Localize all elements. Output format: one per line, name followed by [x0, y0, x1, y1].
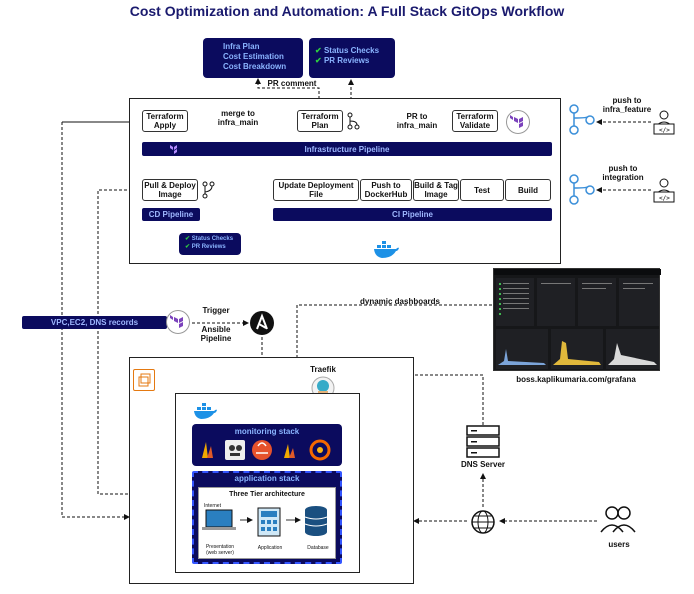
terraform-plan-box[interactable]: Terraform Plan	[297, 110, 343, 132]
internet-label: Internet	[204, 503, 221, 509]
push-integration-label: push to integration	[602, 164, 644, 182]
svg-text:</>: </>	[659, 127, 670, 134]
pr-label: PR to infra_main	[396, 112, 438, 130]
cd-pipeline-bar: CD Pipeline	[142, 208, 200, 221]
dns-server-label: DNS Server	[460, 460, 506, 469]
developer-icon: </>	[650, 110, 678, 136]
alertmanager-icon	[225, 440, 245, 460]
build-tag-box[interactable]: Build & Tag Image	[413, 179, 459, 201]
plan-results-box: Infra Plan Cost Estimation Cost Breakdow…	[203, 38, 303, 78]
pull-deploy-box[interactable]: Pull & Deploy Image	[142, 179, 198, 201]
status-checks-label: Status Checks	[323, 46, 380, 55]
presentation-label: Presentation (web server)	[205, 544, 235, 556]
vpc-bar: VPC,EC2, DNS records	[22, 316, 167, 329]
three-tier-diagram	[200, 502, 334, 542]
page-title: Cost Optimization and Automation: A Full…	[129, 3, 565, 19]
terraform-apply-box[interactable]: Terraform Apply	[142, 110, 188, 132]
monitoring-tool-icons	[198, 438, 338, 462]
grafana-dashboard-image	[493, 268, 661, 371]
check-icon: ✔	[185, 244, 191, 250]
pr-reviews-label: PR Reviews	[323, 56, 370, 65]
push-infra-label: push to infra_feature	[602, 96, 652, 114]
build-box[interactable]: Build	[505, 179, 551, 201]
plan-line-2: Cost Estimation	[223, 52, 284, 61]
cd-pr-reviews-label: PR Reviews	[191, 244, 226, 250]
git-icon	[568, 104, 596, 136]
push-dockerhub-box[interactable]: Push to DockerHub	[360, 179, 412, 201]
infra-pipeline-label: Infrastructure Pipeline	[304, 144, 390, 154]
terraform-icon	[506, 110, 530, 134]
application-stack-label: application stack	[234, 474, 300, 483]
users-label: users	[608, 540, 630, 549]
update-deployment-box[interactable]: Update Deployment File	[273, 179, 359, 201]
trigger-label: Trigger	[202, 306, 230, 315]
three-tier-title: Three Tier architecture	[229, 491, 305, 498]
monitoring-stack-label: monitoring stack	[234, 427, 300, 436]
grafana-url[interactable]: boss.kaplikumaria.com/grafana	[516, 375, 636, 384]
branch-icon	[201, 181, 215, 199]
dns-server-icon	[466, 425, 500, 459]
aws-icon	[133, 369, 155, 391]
grafana-icon	[309, 439, 331, 461]
cd-status-checks-label: Status Checks	[191, 236, 234, 242]
terraform-validate-box[interactable]: Terraform Validate	[452, 110, 498, 132]
cd-pipeline-label: CD Pipeline	[148, 210, 194, 219]
loki-icon	[202, 442, 213, 458]
terraform-icon	[166, 142, 180, 156]
developer-icon: </>	[650, 178, 678, 204]
test-box[interactable]: Test	[460, 179, 504, 201]
status-checks-box: ✔ Status Checks ✔ PR Reviews	[309, 38, 395, 78]
database-icon	[304, 506, 328, 536]
promtail-icon	[284, 444, 295, 458]
application-label: Application	[257, 545, 283, 551]
check-icon: ✔	[315, 46, 322, 55]
dynamic-dashboards-label: dynamic dashboards	[359, 297, 441, 306]
git-icon	[568, 174, 596, 206]
branch-icon	[346, 112, 360, 130]
infra-pipeline-bar: Infrastructure Pipeline	[142, 142, 552, 156]
database-label: Database	[307, 545, 329, 551]
prometheus-icon	[252, 440, 272, 460]
ci-pipeline-label: CI Pipeline	[392, 210, 433, 219]
plan-line-1: Infra Plan	[223, 42, 260, 51]
ansible-icon	[249, 310, 275, 336]
globe-icon	[470, 509, 496, 535]
terraform-icon	[166, 310, 190, 334]
vpc-label: VPC,EC2, DNS records	[50, 318, 139, 327]
plan-line-3: Cost Breakdown	[223, 62, 287, 71]
merge-label: merge to infra_main	[217, 109, 259, 127]
calculator-icon	[257, 507, 281, 537]
ci-pipeline-bar: CI Pipeline	[273, 208, 552, 221]
check-icon: ✔	[315, 56, 322, 65]
laptop-icon	[202, 509, 236, 530]
docker-icon	[192, 401, 218, 421]
pr-comment-label: PR comment	[267, 79, 317, 88]
check-icon: ✔	[185, 236, 191, 242]
cd-status-checks-box: ✔ Status Checks ✔ PR Reviews	[179, 233, 241, 255]
users-icon	[599, 504, 637, 534]
docker-icon	[372, 238, 400, 260]
traefik-label: Traefik	[310, 365, 336, 374]
ansible-label: Ansible Pipeline	[200, 325, 232, 343]
svg-text:</>: </>	[659, 195, 670, 202]
